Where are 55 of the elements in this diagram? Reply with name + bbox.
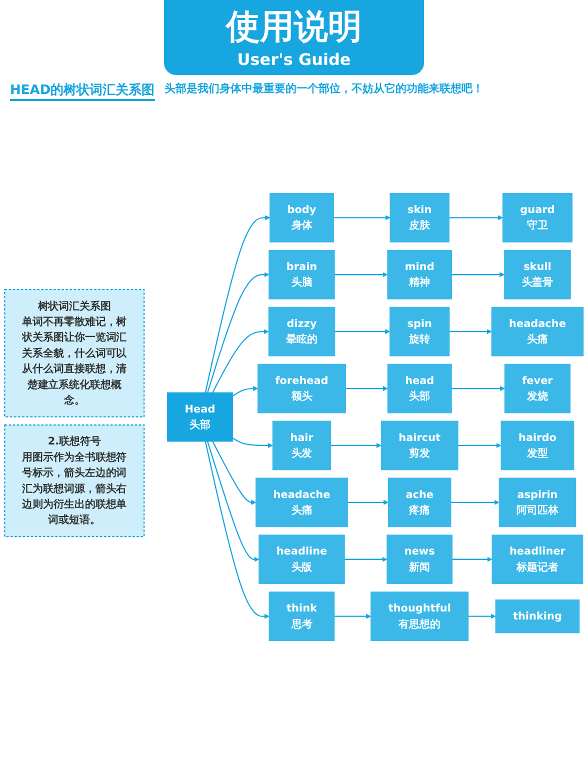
arrow [450,500,500,505]
arrow [334,215,390,220]
arrow [452,556,492,562]
arrow [344,556,388,562]
arrow [458,442,502,448]
node-box: Head 头部 [167,392,233,442]
node-box: hair 头发 [272,420,332,470]
arrow [452,272,505,278]
arrow [232,386,258,396]
node-box: headache 头痛 [256,478,348,528]
node-box: headache 头痛 [491,306,584,356]
title: 使用说明 [226,6,362,49]
arrow [212,329,269,393]
subtitle: User's Guide [237,50,351,69]
node-box: aspirin 阿司匹林 [498,478,576,528]
node-box: spin 旋转 [390,306,450,356]
node-box: 2.联想符号 用图示作为全书联想符号标示，箭头左边的词汇为联想词源，箭头右边则为衍生出的联想单词或短语。 [4,424,145,538]
node-box: forehead 额头 [257,364,346,414]
node-box: fever 发烧 [504,364,571,414]
node-box: haircut 剪发 [380,420,458,470]
node-box: skin 皮肤 [390,192,450,242]
arrow [207,272,270,393]
node-box: headliner 标题记者 [492,534,584,584]
node-box: head 头部 [387,364,452,414]
node-box: brain 头脑 [268,250,335,300]
arrow [334,272,388,278]
node-box: mind 精神 [387,250,452,300]
arrow [452,386,505,392]
arrow [468,614,496,619]
arrow [212,441,256,505]
arrow [449,215,503,220]
arrow [232,438,273,448]
arrow [330,442,382,448]
arrow [346,386,388,392]
node-box: hairdo 发型 [500,420,574,470]
arrow [334,614,372,619]
node-box: ache 疼痛 [388,478,452,528]
section-heading: HEAD的树状词汇关系图 [10,81,155,101]
node-box: thoughtful 有思想的 [370,592,469,642]
node-box: guard 守卫 [502,192,573,242]
node-box: skull 头盖骨 [504,250,571,300]
node-box: dizzy 晕眩的 [268,306,336,356]
arrow [204,441,270,619]
arrow [449,329,492,334]
arrow [204,215,270,393]
arrow [207,441,260,562]
arrow [334,329,390,334]
node-box: news 新闻 [386,534,453,584]
node-box: body 身体 [270,192,334,242]
node-box: headline 头版 [258,534,345,584]
node-box: think 思考 [268,592,335,642]
note: 头部是我们身体中最重要的一个部位，不妨从它的功能来联想吧！ [164,81,484,96]
node-box: thinking [495,599,580,634]
arrow [348,500,388,505]
node-box: 树状词汇关系图 单词不再零散难记，树状关系图让你一览词汇关系全貌，什么词可以从什么词直接联想，清楚建立系统化联想概念。 [4,289,145,418]
